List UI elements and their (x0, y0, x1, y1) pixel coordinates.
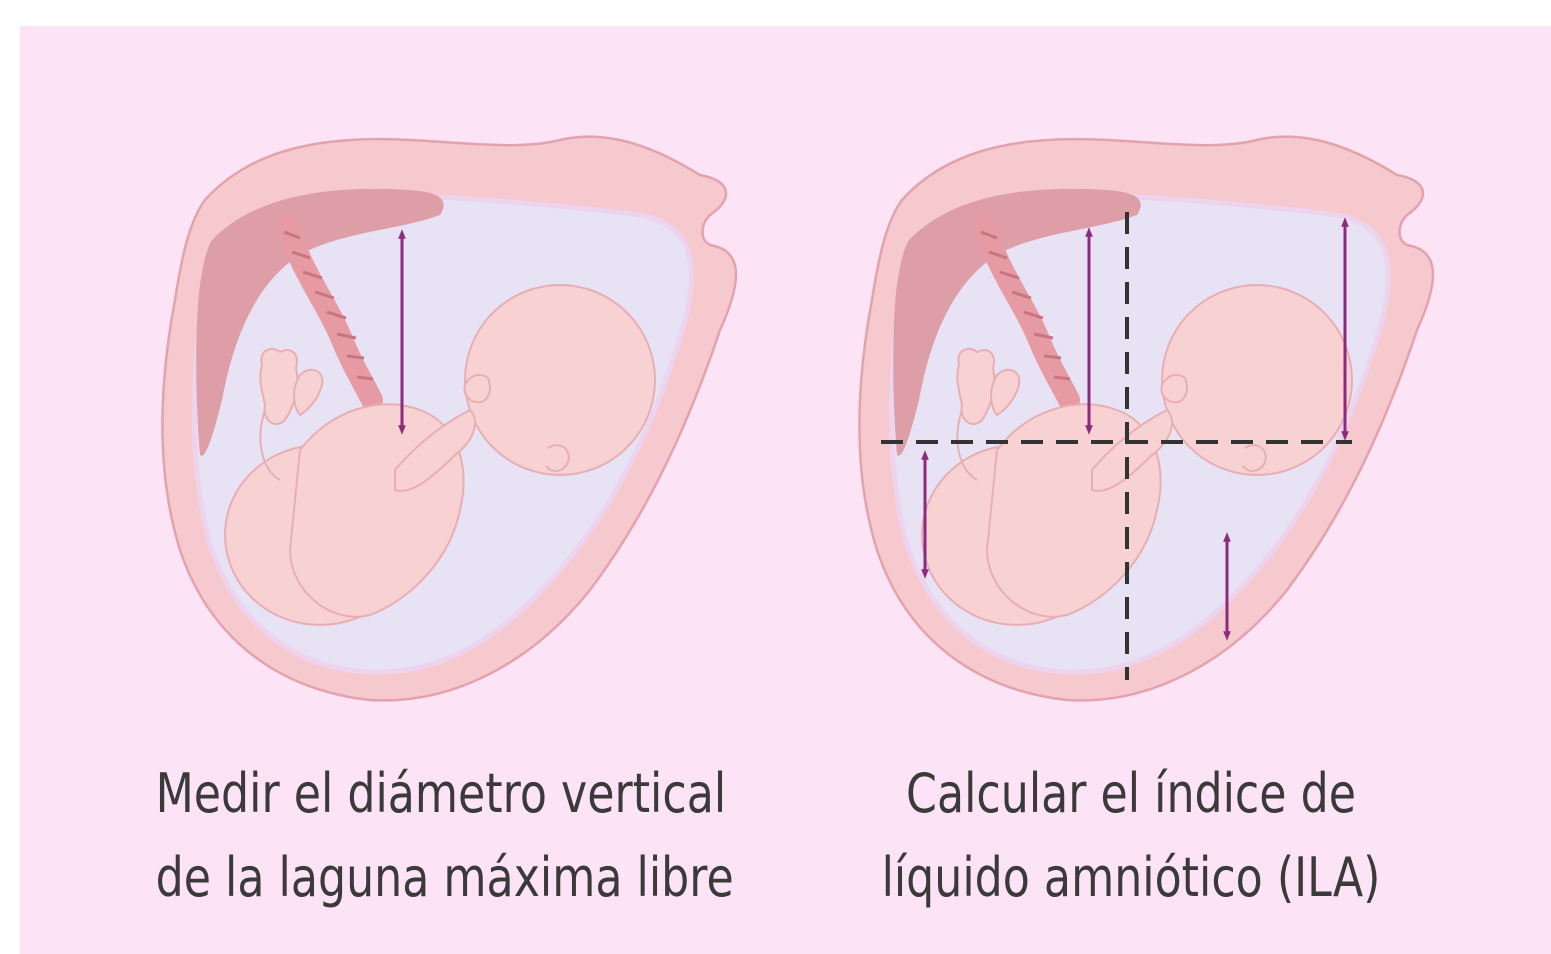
right-caption-line-1: Calcular el índice de (869, 752, 1394, 836)
left-caption-line-2: de la laguna máxima libre (156, 836, 681, 920)
right-caption-line-2: líquido amniótico (ILA) (869, 836, 1394, 920)
right-caption: Calcular el índice de líquido amniótico … (869, 752, 1394, 920)
left-caption-line-1: Medir el diámetro vertical (156, 752, 681, 836)
right-uterus-illustration (860, 137, 1434, 701)
left-caption: Medir el diámetro vertical de la laguna … (156, 752, 681, 920)
left-uterus-illustration (163, 137, 737, 701)
